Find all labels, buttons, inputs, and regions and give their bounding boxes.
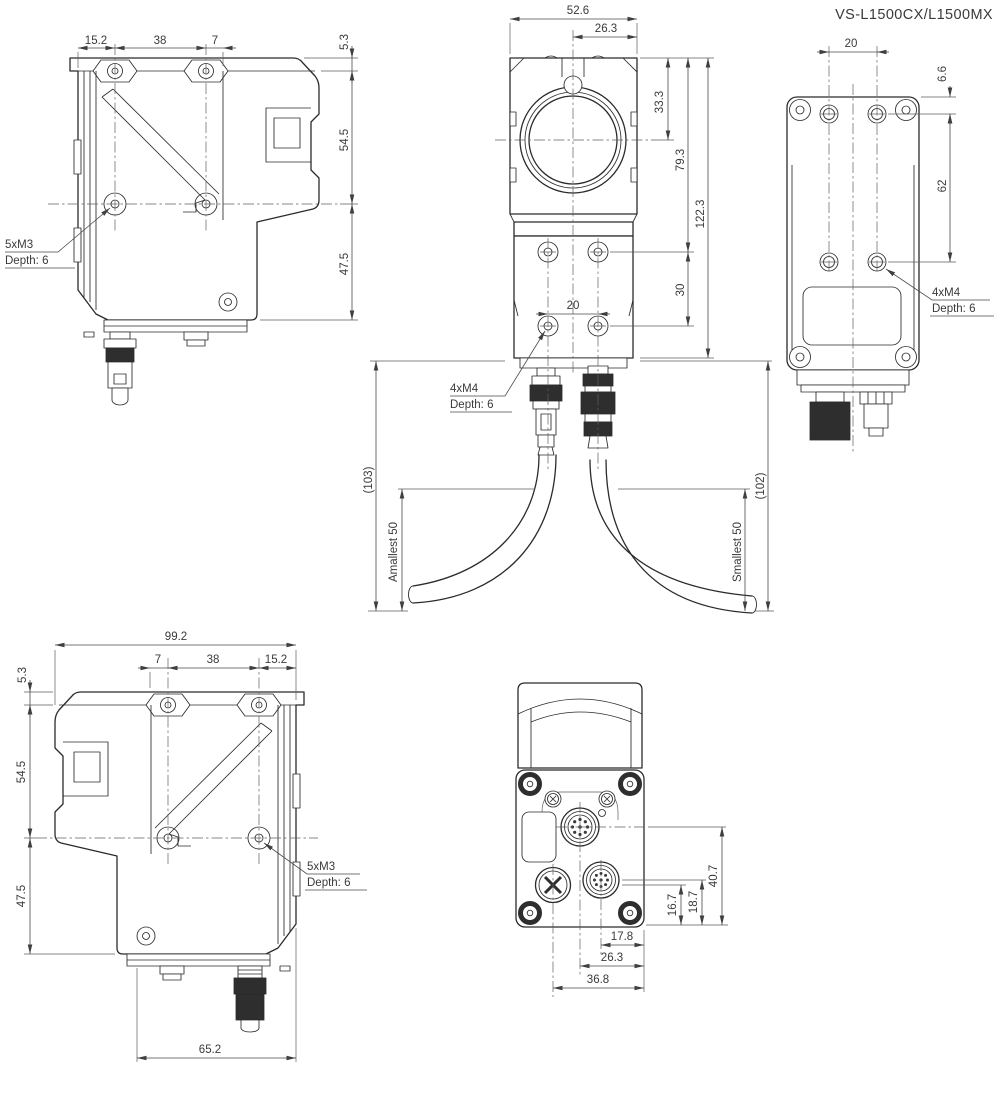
front-tab xyxy=(73,227,82,263)
dim-label: 26.3 xyxy=(601,952,623,964)
dimensions-side-right: 99.2 7 38 15.2 5.3 54.5 47.5 65.2 xyxy=(16,631,297,1062)
dim-label: 62 xyxy=(937,180,949,193)
view-side-left: 15.2 38 7 5.3 54.5 47.5 5xM3 Depth: 6 xyxy=(5,34,358,406)
camera-body-side-left xyxy=(48,44,340,406)
callout-thread-label: 5xM3 xyxy=(307,861,335,873)
connector-side-left xyxy=(83,331,209,406)
dim-label: 54.5 xyxy=(339,129,351,151)
dim-label: (103) xyxy=(363,466,375,493)
callout-thread-label: 4xM4 xyxy=(932,287,961,299)
corner-screws-bottom xyxy=(518,772,642,925)
dim-label: 47.5 xyxy=(16,885,28,907)
front-tab xyxy=(292,861,301,897)
view-bottom: 16.7 18.7 40.7 17.8 26.3 36.8 xyxy=(515,682,728,997)
callout-thread-label: 5xM3 xyxy=(5,239,33,251)
dim-label: 20 xyxy=(845,38,858,50)
dim-label: 15.2 xyxy=(265,654,287,666)
dim-label: 65.2 xyxy=(199,1044,221,1056)
corner-screw xyxy=(218,292,238,312)
callout-depth-label: Depth: 6 xyxy=(450,399,493,411)
corner-screws-rear xyxy=(789,99,917,368)
rib xyxy=(101,88,220,213)
dim-label: 17.8 xyxy=(611,931,633,943)
dim-label: Smallest 50 xyxy=(732,522,744,582)
connector-side-right xyxy=(159,965,291,1033)
dim-label: 38 xyxy=(207,654,220,666)
view-rear: 20 6.6 62 4xM4 Depth: 6 xyxy=(786,38,994,452)
dim-label: 36.8 xyxy=(587,974,609,986)
dim-label: 20 xyxy=(567,300,580,312)
drawing-title: VS-L1500CX/L1500MX xyxy=(835,7,993,23)
connector-left-rear xyxy=(809,391,851,441)
dim-label: 7 xyxy=(212,35,218,47)
bracket-outline xyxy=(541,791,619,820)
dim-label: 47.5 xyxy=(339,253,351,275)
dim-label: 33.3 xyxy=(654,91,666,113)
dim-label: 79.3 xyxy=(675,149,687,171)
corner-screw xyxy=(136,926,156,946)
dim-label: 16.7 xyxy=(667,894,679,916)
label-panel xyxy=(802,286,902,346)
screw-small xyxy=(544,790,616,808)
dim-label: 122.3 xyxy=(695,200,707,229)
callout-thread-label: 4xM4 xyxy=(450,383,479,395)
dim-label: 52.6 xyxy=(567,5,589,17)
rear-clip-notch xyxy=(265,107,311,163)
callout-depth-label: Depth: 6 xyxy=(932,303,975,315)
cable-right xyxy=(589,459,757,614)
callout-depth-label: Depth: 6 xyxy=(5,255,48,267)
callout-rear: 4xM4 Depth: 6 xyxy=(885,268,994,317)
cable-left xyxy=(408,454,557,604)
rib xyxy=(154,722,273,847)
camera-body-bottom xyxy=(515,682,648,997)
dim-label: 5.3 xyxy=(339,34,351,50)
rear-clip-notch xyxy=(63,741,109,797)
dimensions-rear: 20 6.6 62 xyxy=(817,38,956,263)
dim-label: 38 xyxy=(154,35,167,47)
view-side-right: 99.2 7 38 15.2 5.3 54.5 47.5 65.2 5xM3 xyxy=(16,631,367,1062)
dim-label: 99.2 xyxy=(165,631,187,643)
camera-body-rear xyxy=(786,46,920,452)
dim-label: 54.5 xyxy=(16,761,28,783)
dim-label: 26.3 xyxy=(595,23,617,35)
callout-side-right: 5xM3 Depth: 6 xyxy=(263,842,367,891)
camera-body-front xyxy=(408,30,757,614)
front-tab xyxy=(73,139,82,175)
dimensions-front: 52.6 26.3 33.3 79.3 30 122.3 20 (103) Am… xyxy=(363,5,774,612)
dim-label: 15.2 xyxy=(85,35,107,47)
camera-body-side-right xyxy=(36,658,318,1033)
view-front: 52.6 26.3 33.3 79.3 30 122.3 20 (103) Am… xyxy=(363,5,774,614)
callout-side-left: 5xM3 Depth: 6 xyxy=(5,207,111,269)
dim-label: Amallest 50 xyxy=(388,522,400,582)
dim-label: 6.6 xyxy=(937,66,949,82)
label-panel xyxy=(521,811,557,863)
dimensions-bottom: 16.7 18.7 40.7 17.8 26.3 36.8 xyxy=(553,826,728,992)
dim-label: 40.7 xyxy=(708,865,720,887)
front-tab xyxy=(292,773,301,809)
dim-label: 30 xyxy=(675,284,687,297)
callout-front: 4xM4 Depth: 6 xyxy=(450,330,546,413)
dim-label: (102) xyxy=(755,472,767,499)
callout-depth-label: Depth: 6 xyxy=(307,877,350,889)
dim-label: 7 xyxy=(155,654,161,666)
dim-label: 18.7 xyxy=(688,891,700,913)
connector-right-rear xyxy=(859,391,893,437)
connector-left-front xyxy=(529,367,563,456)
dimensions-side-left: 15.2 38 7 5.3 54.5 47.5 xyxy=(77,34,358,321)
dim-label: 5.3 xyxy=(17,667,29,683)
